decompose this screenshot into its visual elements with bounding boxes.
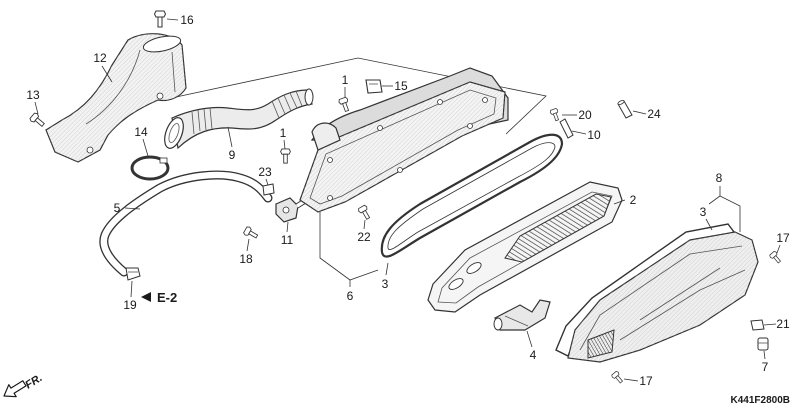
callout-22: 22 bbox=[357, 230, 371, 244]
callout-2: 2 bbox=[630, 193, 637, 207]
pin-10-part bbox=[559, 118, 574, 139]
clip-19-part bbox=[125, 267, 141, 281]
leader-line bbox=[632, 110, 647, 115]
leader-line bbox=[166, 18, 179, 21]
leader-line bbox=[124, 207, 141, 210]
drawing-code: K441F2800B bbox=[731, 395, 790, 406]
plug-7-part bbox=[757, 337, 769, 351]
callout-11: 11 bbox=[281, 233, 294, 247]
leader-line bbox=[363, 219, 366, 230]
bolt-16-part bbox=[154, 10, 166, 28]
callout-3-right: 3 bbox=[700, 205, 707, 219]
clamp-part bbox=[130, 155, 170, 181]
breather-hose-part bbox=[99, 170, 273, 277]
leader-line bbox=[319, 212, 379, 281]
callout-1-mid: 1 bbox=[280, 126, 287, 140]
callout-13: 13 bbox=[26, 88, 40, 102]
leader-line bbox=[623, 378, 639, 382]
bolt-20-part bbox=[549, 107, 562, 123]
leader-line bbox=[776, 244, 781, 254]
leader-line bbox=[286, 221, 289, 233]
leader-line bbox=[101, 65, 113, 83]
callout-12: 12 bbox=[93, 51, 107, 65]
callout-10: 10 bbox=[587, 128, 601, 142]
section-reference: E-2 bbox=[141, 290, 177, 305]
callout-19: 19 bbox=[123, 298, 137, 312]
leader-line bbox=[142, 138, 149, 157]
bolt-18-part bbox=[242, 225, 260, 241]
bolt-13-part bbox=[28, 111, 47, 130]
clip-15-part bbox=[365, 79, 383, 94]
callout-9: 9 bbox=[229, 148, 236, 162]
pin-24-part bbox=[617, 99, 633, 119]
leader-line bbox=[385, 262, 389, 276]
callout-17-right: 17 bbox=[776, 231, 790, 245]
callout-1-top: 1 bbox=[342, 73, 349, 87]
screw-17-right-part bbox=[768, 250, 783, 266]
callout-numbers: 16 12 13 1 15 14 9 1 23 20 10 24 2 8 3 1… bbox=[26, 13, 790, 388]
callout-3-left: 3 bbox=[382, 277, 389, 291]
callout-6: 6 bbox=[347, 289, 354, 303]
leader-line bbox=[130, 280, 133, 298]
air-cleaner-element-part bbox=[427, 181, 623, 313]
callout-15: 15 bbox=[394, 79, 408, 93]
callout-4: 4 bbox=[530, 348, 537, 362]
callout-14: 14 bbox=[134, 125, 148, 139]
screw-17-bottom-part bbox=[610, 370, 625, 386]
front-direction-indicator: FR. bbox=[3, 372, 45, 398]
leader-line bbox=[763, 323, 777, 326]
bolt-1-top-part bbox=[337, 96, 352, 113]
air-cleaner-case-part bbox=[299, 67, 509, 213]
leader-line bbox=[283, 139, 286, 150]
callout-17-bottom: 17 bbox=[639, 374, 653, 388]
clip-23-part bbox=[262, 183, 275, 196]
bracket-4-part bbox=[493, 299, 551, 331]
callout-5: 5 bbox=[114, 201, 121, 215]
leader-line bbox=[763, 350, 766, 360]
leader-lines bbox=[34, 18, 781, 382]
bolt-1-mid-part bbox=[280, 148, 291, 164]
callout-18: 18 bbox=[239, 252, 253, 266]
front-direction-label: FR. bbox=[23, 372, 44, 392]
callout-7: 7 bbox=[762, 360, 769, 374]
callout-8: 8 bbox=[716, 171, 723, 185]
intake-tube-part bbox=[164, 88, 314, 150]
callout-24: 24 bbox=[647, 107, 661, 121]
clip-21-part bbox=[750, 319, 765, 331]
callout-21: 21 bbox=[776, 317, 790, 331]
front-arrow-icon bbox=[3, 380, 27, 398]
bolt-22-part bbox=[357, 204, 373, 222]
leader-line bbox=[526, 330, 533, 348]
leader-line bbox=[613, 199, 626, 205]
gasket-left-part bbox=[380, 133, 564, 258]
leader-line bbox=[34, 101, 39, 115]
reference-arrow-icon bbox=[141, 292, 151, 302]
leader-line bbox=[571, 130, 587, 135]
leader-line bbox=[719, 186, 741, 232]
leader-line bbox=[246, 238, 250, 252]
callout-16: 16 bbox=[180, 13, 194, 27]
leader-line bbox=[227, 126, 233, 148]
air-cleaner-cover-part bbox=[567, 231, 759, 363]
leader-line bbox=[705, 218, 713, 231]
callout-23: 23 bbox=[258, 165, 272, 179]
section-reference-label: E-2 bbox=[157, 290, 177, 305]
air-duct-part bbox=[45, 33, 187, 163]
callout-20: 20 bbox=[578, 108, 592, 122]
leader-line bbox=[265, 178, 269, 186]
leader-line bbox=[708, 195, 721, 205]
